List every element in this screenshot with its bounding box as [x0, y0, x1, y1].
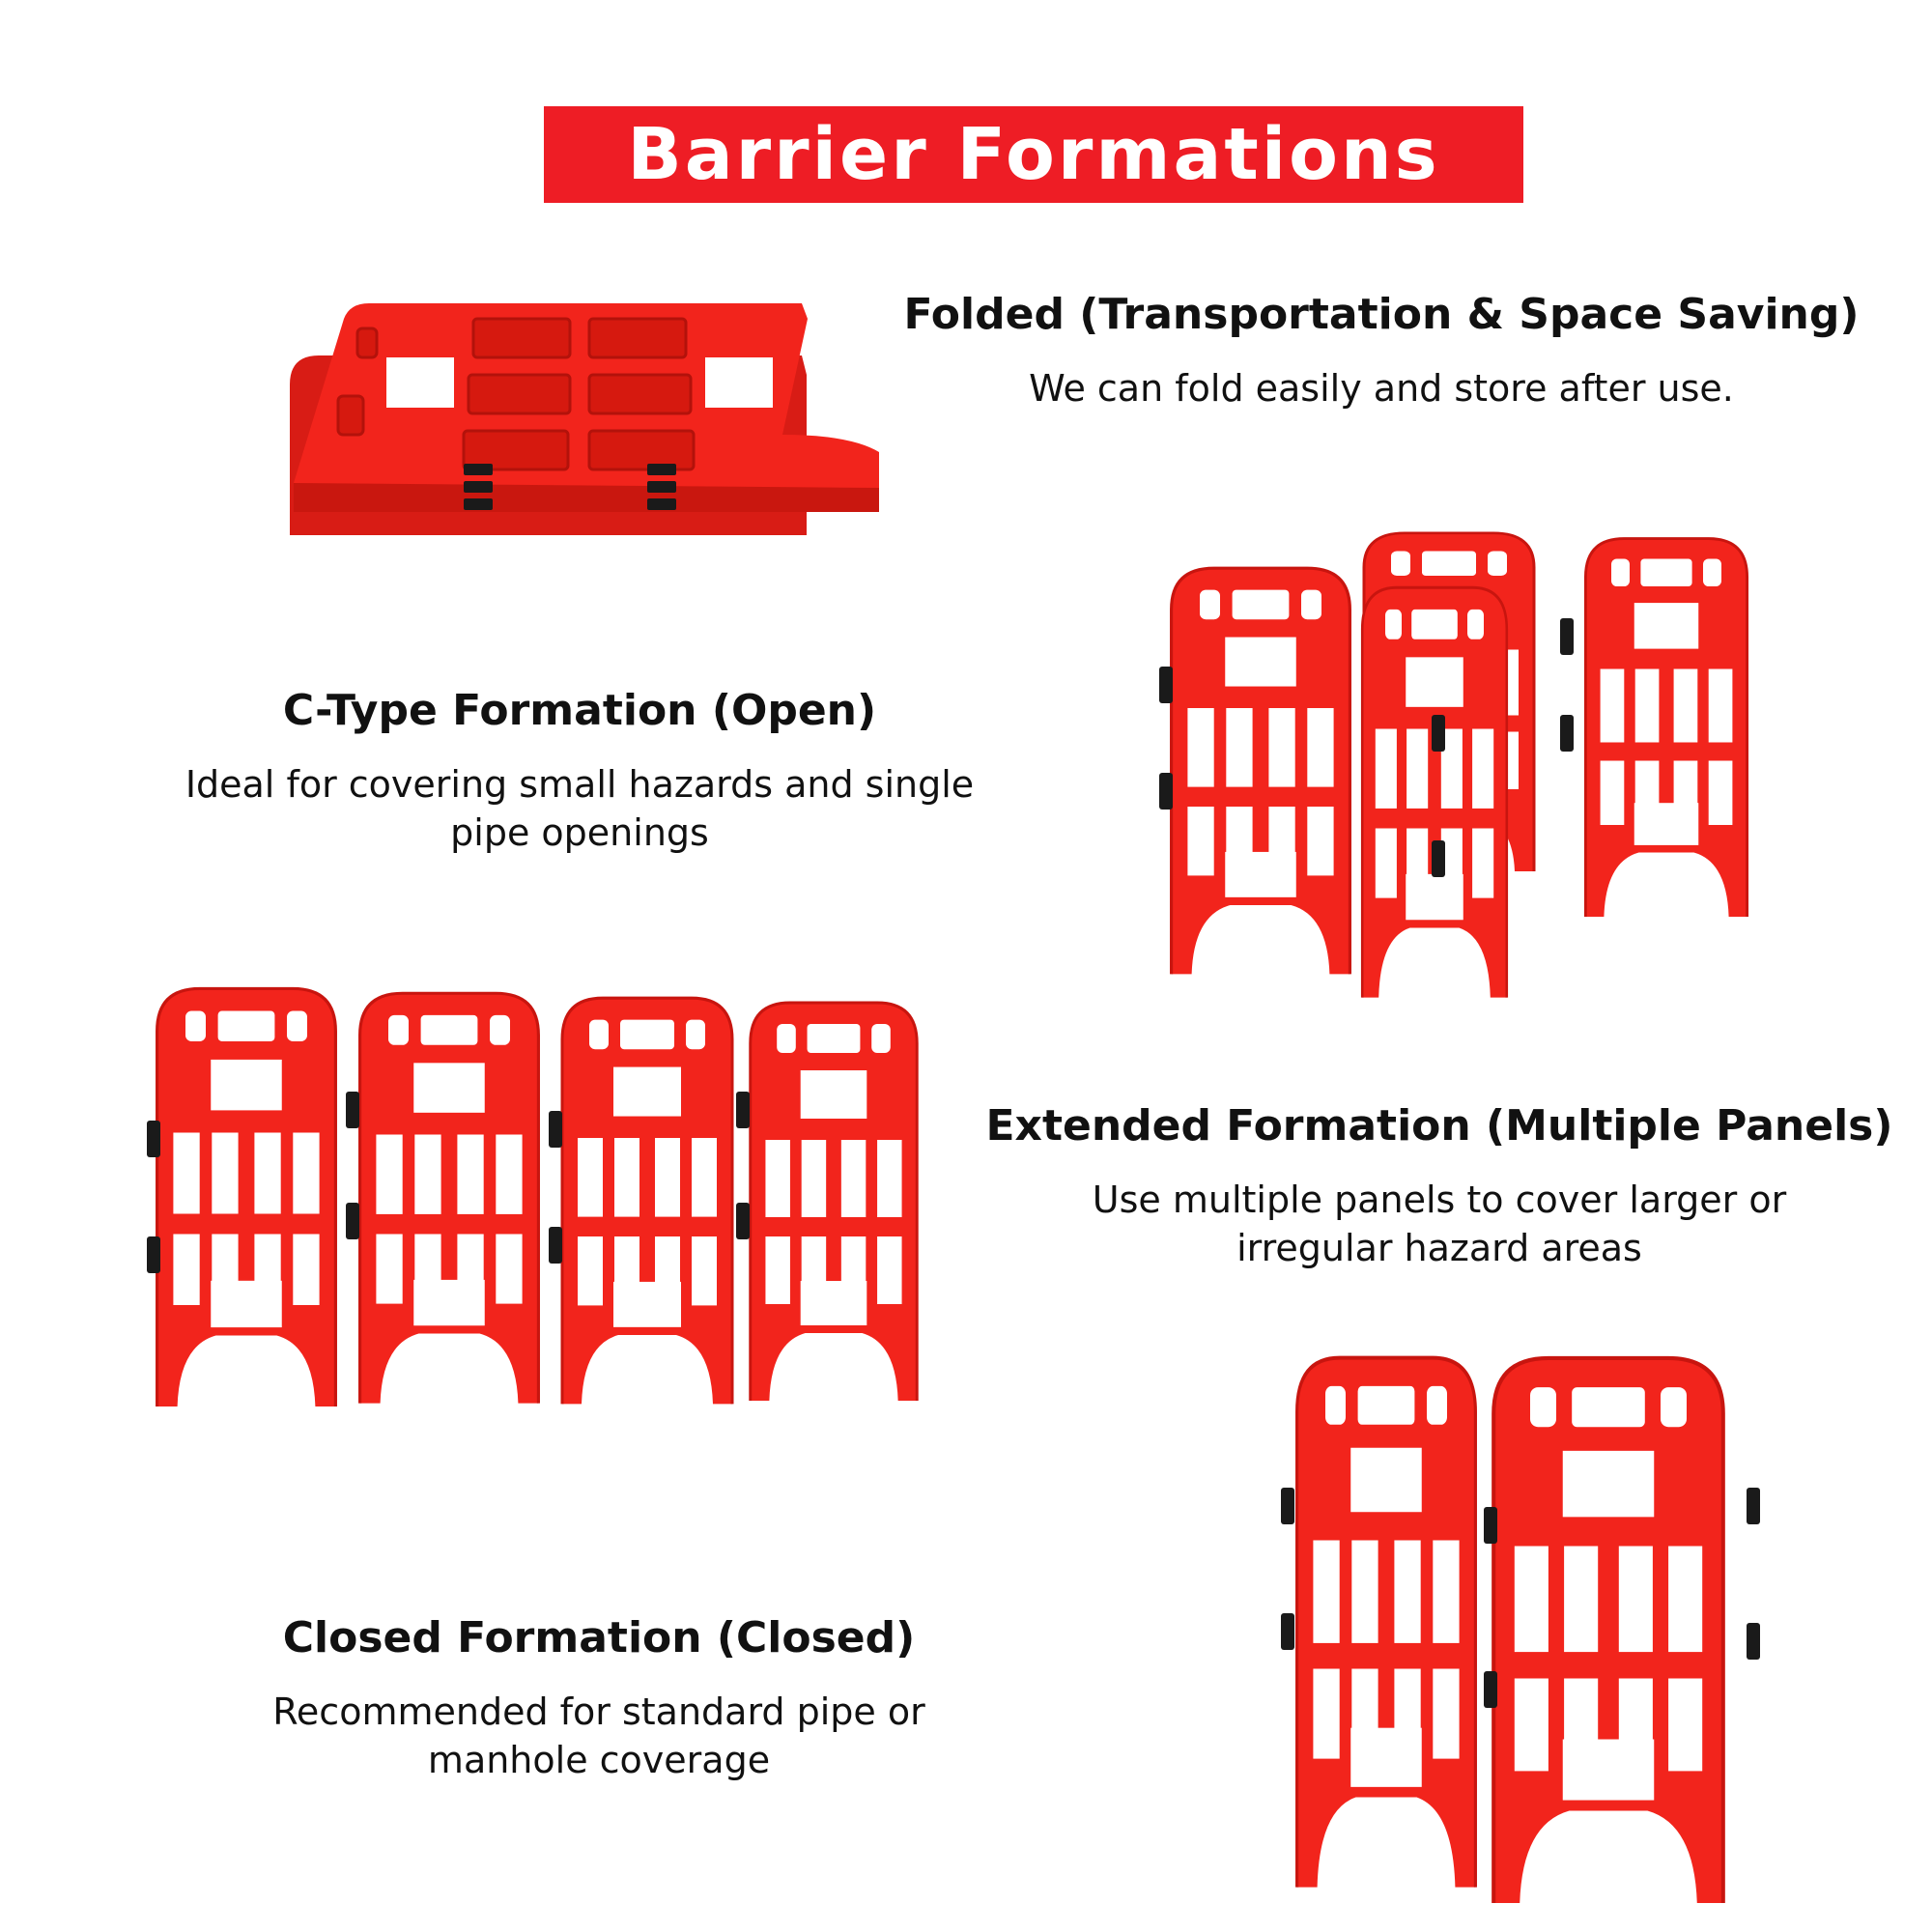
folded-barrier-illustration — [280, 290, 889, 541]
section-extended: Extended Formation (Multiple Panels) Use… — [966, 1101, 1913, 1272]
page-title: Barrier Formations — [627, 113, 1440, 196]
section-folded-title: Folded (Transportation & Space Saving) — [903, 290, 1860, 339]
extended-barrier-icon — [147, 986, 919, 1408]
section-closed-description: Recommended for standard pipe or manhole… — [272, 1690, 925, 1781]
section-closed: Closed Formation (Closed) Recommended fo… — [155, 1613, 1043, 1784]
section-folded: Folded (Transportation & Space Saving) W… — [869, 290, 1893, 412]
title-banner: Barrier Formations — [544, 106, 1523, 203]
closed-barrier-illustration — [1265, 1343, 1787, 1903]
c-type-barrier-icon — [1159, 531, 1749, 1000]
section-extended-description: Use multiple panels to cover larger or i… — [1092, 1179, 1787, 1269]
closed-barrier-icon — [1281, 1355, 1760, 1903]
extended-barrier-illustration — [135, 976, 937, 1420]
section-closed-title: Closed Formation (Closed) — [282, 1613, 916, 1662]
c-type-barrier-illustration — [1159, 522, 1777, 1024]
folded-barrier-stack-icon — [290, 303, 879, 535]
section-extended-title: Extended Formation (Multiple Panels) — [985, 1101, 1893, 1151]
section-folded-description: We can fold easily and store after use. — [1029, 367, 1734, 410]
section-c-type-description: Ideal for covering small hazards and sin… — [185, 763, 975, 854]
section-c-type: C-Type Formation (Open) Ideal for coveri… — [116, 686, 1043, 857]
section-c-type-title: C-Type Formation (Open) — [282, 686, 877, 735]
